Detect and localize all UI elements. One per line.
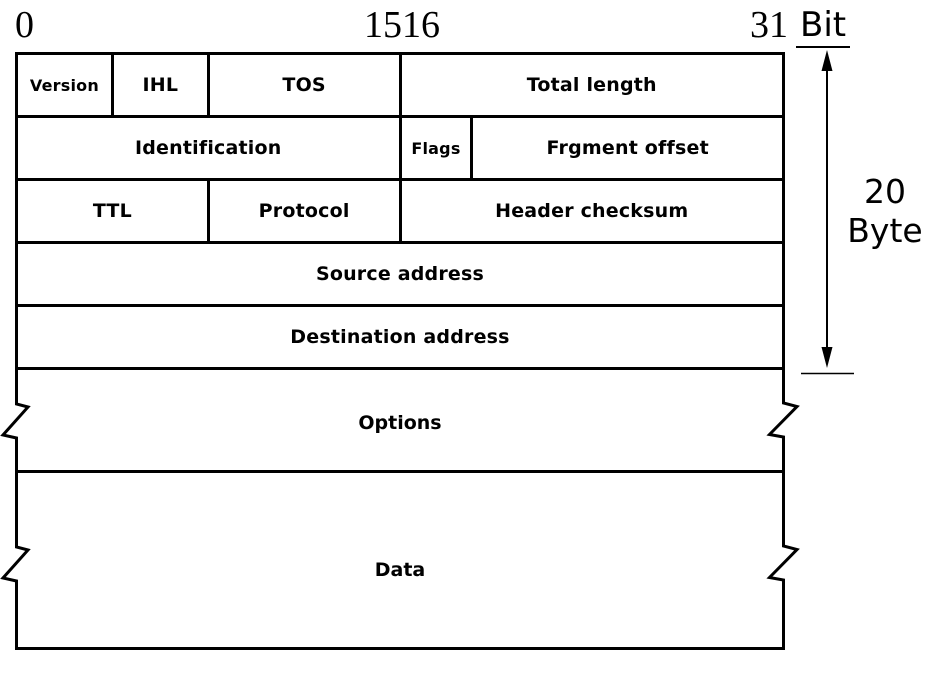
field-destination-address: Destination address: [18, 307, 782, 367]
field-header-checksum: Header checksum: [401, 181, 782, 241]
byte-size-value: 20: [864, 172, 906, 211]
bit-scale-tick-0: 0: [15, 4, 34, 46]
field-flags: Flags: [401, 118, 471, 178]
header-fields-table: Version IHL TOS Total length Identificat…: [15, 52, 785, 370]
bit-scale-tick-31: 31: [750, 4, 788, 46]
byte-extent-arrowhead-up: [821, 50, 833, 71]
field-data: Data: [374, 559, 426, 581]
field-tos: TOS: [209, 55, 399, 115]
bit-scale-tick-16: 16: [402, 4, 440, 46]
field-ttl: TTL: [18, 181, 207, 241]
field-identification: Identification: [18, 118, 399, 178]
bit-scale-tick-15: 15: [364, 4, 402, 46]
field-protocol: Protocol: [209, 181, 399, 241]
bit-scale-tick-15-16: 1516: [364, 4, 440, 46]
byte-size-annotation: 20 Byte: [834, 172, 936, 250]
field-total-length: Total length: [401, 55, 782, 115]
byte-extent-arrowhead-down: [821, 347, 833, 368]
field-fragment-offset: Frgment offset: [473, 118, 782, 178]
bit-unit-label: Bit: [796, 5, 851, 48]
field-ihl: IHL: [113, 55, 207, 115]
field-version: Version: [18, 55, 111, 115]
field-options: Options: [358, 412, 442, 434]
field-source-address: Source address: [18, 244, 782, 304]
byte-size-unit: Byte: [847, 211, 923, 250]
